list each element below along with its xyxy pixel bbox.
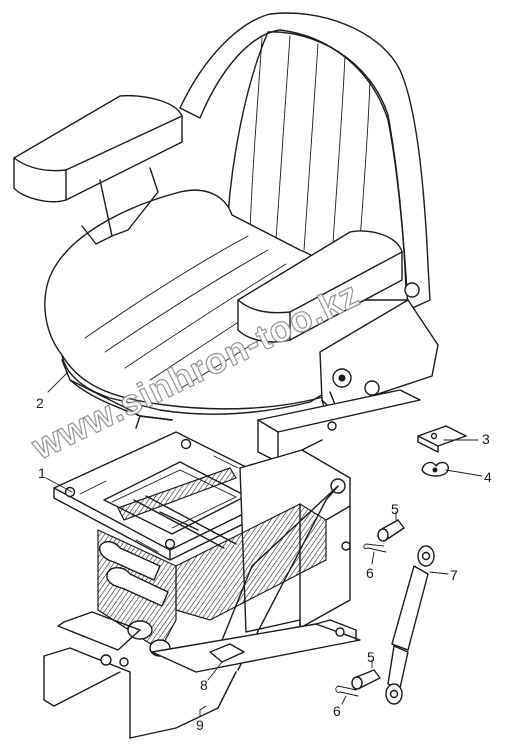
seat-pleats [84,235,319,391]
leader-lines [45,371,483,717]
seat-assembly [13,12,439,463]
callout-8: 8 [200,677,208,693]
backrest-shell [179,12,431,311]
shock-absorber [385,545,435,705]
seat-cushion-rim [61,354,377,415]
callout-3: 3 [482,431,490,447]
callout-4: 4 [484,469,492,485]
callout-2: 2 [36,395,44,411]
callout-6-upper: 6 [366,565,374,581]
backrest-pleats [249,35,371,269]
damper-strap [213,485,339,671]
callout-1: 1 [38,465,46,481]
seat-pan [69,379,173,429]
base-plate [151,623,361,673]
callout-5-upper: 5 [391,501,399,517]
adjust-handle [57,611,141,651]
callout-6-lower: 6 [333,703,341,719]
callout-9: 9 [196,717,204,733]
callout-7: 7 [450,567,458,583]
left-armrest [13,94,183,203]
left-armrest-bracket [81,167,159,245]
roller-lower [106,567,169,607]
slide-rail [257,389,421,433]
roller-upper [99,541,161,581]
bracket-plate [417,425,467,447]
cotter-pin-lower [335,685,359,697]
suspension-assembly [43,431,361,739]
cotter-pin-upper [363,543,387,553]
right-armrest [237,230,403,343]
linkage-rod [129,671,237,739]
backrest-face [227,31,407,291]
callout-labels: 2 1 3 4 5 6 7 5 6 8 9 [36,395,492,733]
callout-5-lower: 5 [367,649,375,665]
